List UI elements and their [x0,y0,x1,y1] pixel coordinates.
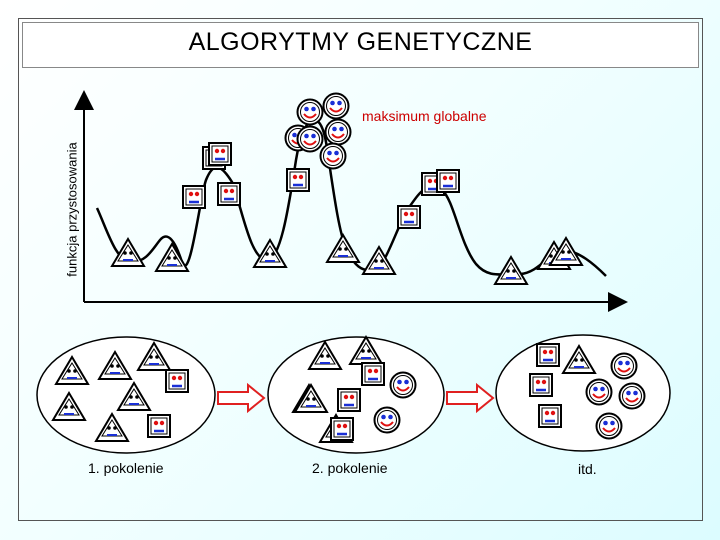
generation-1-label: 1. pokolenie [88,460,164,476]
triangle-individual-icon [325,233,361,263]
y-axis-label: funkcja przystosowania [64,142,80,277]
triangle-individual-icon [252,238,288,268]
smiley-individual-icon [296,125,324,153]
smiley-individual-icon [319,142,347,170]
title-box [22,22,699,68]
generation-etc-label: itd. [578,461,597,477]
smiley-individual-icon [585,378,613,406]
arrow-gen1-to-gen2 [217,382,266,414]
square-individual-icon [165,369,189,393]
triangle-individual-icon [110,237,146,267]
smiley-individual-icon [595,412,623,440]
triangle-individual-icon [154,242,190,272]
triangle-individual-icon [116,381,152,411]
triangle-individual-icon [94,412,130,442]
triangle-individual-icon [561,344,597,374]
triangle-individual-icon [307,340,343,370]
square-individual-icon [397,205,421,229]
arrow-gen2-to-gen3 [446,382,495,414]
square-individual-icon [536,343,560,367]
square-individual-icon [538,404,562,428]
smiley-individual-icon [389,371,417,399]
square-individual-icon [147,414,171,438]
square-individual-icon [529,373,553,397]
triangle-individual-icon [54,355,90,385]
generation-2-label: 2. pokolenie [312,460,388,476]
triangle-individual-icon [548,236,584,266]
global-maximum-label: maksimum globalne [362,108,487,124]
square-individual-icon [182,185,206,209]
smiley-individual-icon [322,92,350,120]
slide-frame [18,18,703,521]
smiley-individual-icon [618,382,646,410]
triangle-individual-icon [97,350,133,380]
square-individual-icon [208,142,232,166]
triangle-individual-icon [51,391,87,421]
triangle-individual-icon [136,341,172,371]
square-individual-icon [436,169,460,193]
square-individual-icon [337,388,361,412]
smiley-individual-icon [610,352,638,380]
triangle-individual-icon [293,383,329,413]
triangle-individual-icon [493,255,529,285]
square-individual-icon [286,168,310,192]
smiley-individual-icon [296,98,324,126]
smiley-individual-icon [373,406,401,434]
triangle-individual-icon [361,245,397,275]
smiley-individual-icon [324,118,352,146]
square-individual-icon [217,182,241,206]
square-individual-icon [361,362,385,386]
page-title: ALGORYTMY GENETYCZNE [188,28,533,56]
square-individual-icon [330,417,354,441]
